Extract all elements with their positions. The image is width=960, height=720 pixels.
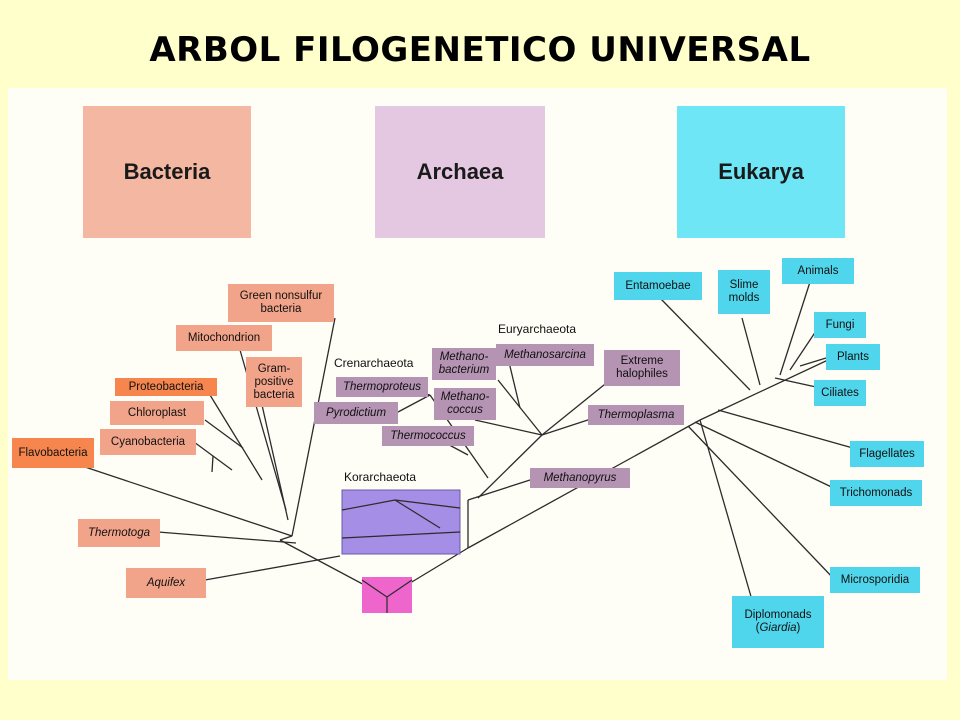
leaf-ciliates: Ciliates — [814, 380, 866, 406]
branch-methanococcus — [474, 419, 543, 436]
leaf-methanococcus: Methano-coccus — [434, 388, 496, 420]
leaf-aquifex: Aquifex — [126, 568, 206, 598]
branch-pyrodictium — [397, 394, 431, 413]
branch-thermotoga — [157, 531, 297, 544]
branch-diplomonads — [699, 419, 753, 601]
branch-chloroplast — [204, 419, 244, 449]
branch-gram-positive — [261, 404, 289, 521]
leaf-animals: Animals — [782, 258, 854, 284]
domain-bacteria: Bacteria — [83, 106, 251, 238]
branch-microsporidia — [687, 425, 836, 581]
branch-flagellates — [717, 409, 861, 451]
domain-bacteria-label: Bacteria — [123, 159, 211, 184]
leaf-diplomonads: Diplomonads (Giardia) — [732, 596, 824, 648]
leaf-trichomonads: Trichomonads — [830, 480, 922, 506]
branch-green-nonsulfur — [291, 317, 336, 537]
leaf-methanosarcina: Methanosarcina — [496, 344, 594, 366]
leaf-entamoebae: Entamoebae — [614, 272, 702, 300]
leaf-gram-positive: Gram-positive bacteria — [246, 357, 302, 407]
leaf-methanopyrus: Methanopyrus — [530, 468, 630, 488]
leaf-green-nonsulfur: Green nonsulfur bacteria — [228, 284, 334, 322]
branch-plants — [799, 357, 827, 367]
leaf-thermoplasma: Thermoplasma — [588, 405, 684, 425]
leaf-microsporidia: Microsporidia — [830, 567, 920, 593]
branch-methanopyrus — [467, 479, 531, 501]
label-crenarchaeota: Crenarchaeota — [334, 356, 414, 370]
label-korarchaeota: Korarchaeota — [344, 470, 417, 484]
label-euryarchaeota: Euryarchaeota — [498, 322, 577, 336]
leaf-chloroplast: Chloroplast — [110, 401, 204, 425]
branch-methanosarcina — [507, 357, 521, 409]
leaf-mitochondrion: Mitochondrion — [176, 325, 272, 351]
leaf-thermotoga: Thermotoga — [78, 519, 160, 547]
branch-slime-molds — [741, 317, 761, 386]
branch-aquifex — [204, 555, 341, 581]
korarchaeota-box — [341, 489, 461, 555]
leaf-pyrodictium: Pyrodictium — [314, 402, 398, 424]
leaf-slime-molds: Slime molds — [718, 270, 770, 314]
leaf-thermococcus: Thermococcus — [382, 426, 474, 446]
leaf-thermoproteus: Thermoproteus — [336, 377, 428, 397]
leaf-cyanobacteria: Cyanobacteria — [100, 429, 196, 455]
branch-entamoebae — [659, 297, 751, 391]
leaf-fungi: Fungi — [814, 312, 866, 338]
branch-proteobacteria — [209, 394, 263, 481]
leaf-proteobacteria: Proteobacteria — [115, 378, 217, 396]
domain-eukarya-label: Eukarya — [718, 159, 804, 184]
leaf-flavobacteria: Flavobacteria — [12, 438, 94, 468]
leaf-plants: Plants — [826, 344, 880, 370]
domain-archaea-label: Archaea — [416, 159, 504, 184]
leaf-giardia: (Giardia) — [755, 622, 801, 634]
leaf-methanobacterium: Methano-bacterium — [432, 348, 496, 380]
leaf-flagellates: Flagellates — [850, 441, 924, 467]
page-title: ARBOL FILOGENETICO UNIVERSAL — [149, 30, 811, 70]
branch-fungi — [789, 327, 819, 371]
branch-euryarchaeota — [477, 434, 543, 499]
domain-eukarya: Eukarya — [677, 106, 845, 238]
leaf-extreme-halophiles: Extreme halophiles — [604, 350, 680, 386]
branch-trichomonads — [694, 421, 843, 493]
branch-flavobacteria — [81, 465, 293, 537]
domain-archaea: Archaea — [375, 106, 545, 238]
branch-animals — [779, 281, 811, 376]
